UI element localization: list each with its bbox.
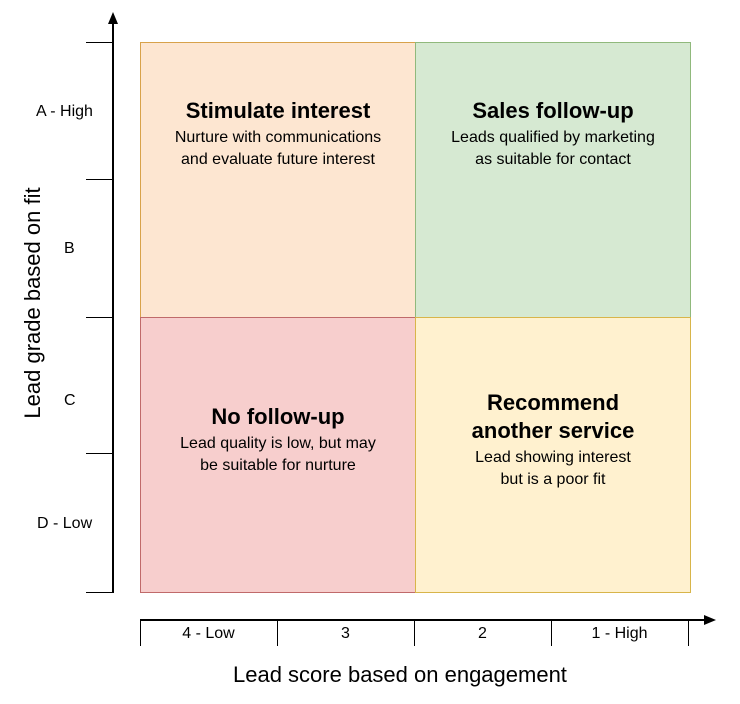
x-tick	[277, 620, 278, 646]
quadrant-description-line: Nurture with communications	[174, 129, 382, 146]
quadrant-title: Sales follow-up	[472, 98, 634, 123]
x-label-2: 2	[478, 625, 487, 642]
quadrant-description-line: and evaluate future interest	[181, 151, 375, 168]
quadrant-description-line: Leads qualified by marketing	[451, 129, 655, 146]
y-axis-arrow-icon	[108, 12, 118, 24]
quadrant-recommend-another-service: Recommend another service Lead showing i…	[415, 317, 691, 593]
y-tick	[86, 592, 113, 593]
x-tick	[140, 620, 141, 646]
y-tick	[86, 453, 113, 454]
quadrant-title: Stimulate interest	[185, 98, 371, 123]
quadrant-title: No follow-up	[211, 404, 345, 429]
y-label-a-high: A - High	[36, 103, 93, 120]
quadrant-title-line: another service	[471, 418, 635, 443]
x-tick	[688, 620, 689, 646]
quadrant-title-line: Recommend	[486, 390, 620, 415]
quadrant-description-line: Lead quality is low, but may	[180, 435, 376, 452]
quadrant-content: Sales follow-up Leads qualified by marke…	[451, 97, 655, 171]
y-tick	[86, 179, 113, 180]
y-axis-title: Lead grade based on fit	[20, 187, 45, 419]
x-axis-title: Lead score based on engagement	[233, 662, 567, 687]
quadrant-description-line: Lead showing interest	[475, 449, 631, 466]
y-tick	[86, 42, 113, 43]
y-label-b: B	[64, 240, 75, 257]
x-tick	[551, 620, 552, 646]
quadrant-description: Nurture with communications and evaluate…	[175, 127, 381, 171]
quadrant-description: Lead showing interest but is a poor fit	[472, 447, 635, 491]
quadrant-no-follow-up: No follow-up Lead quality is low, but ma…	[140, 317, 416, 593]
quadrant-title: Recommend another service	[472, 389, 635, 445]
quadrant-description: Lead quality is low, but may be suitable…	[180, 433, 376, 477]
y-label-d-low: D - Low	[37, 515, 93, 532]
x-tick	[414, 620, 415, 646]
y-label-c: C	[64, 392, 76, 409]
quadrant-content: No follow-up Lead quality is low, but ma…	[180, 403, 376, 477]
quadrant-description-line: be suitable for nurture	[200, 457, 356, 474]
quadrant-description-line: but is a poor fit	[500, 471, 606, 488]
quadrant-content: Stimulate interest Nurture with communic…	[175, 97, 381, 171]
y-tick	[86, 317, 113, 318]
x-axis-arrow-icon	[704, 615, 716, 625]
quadrant-sales-follow-up: Sales follow-up Leads qualified by marke…	[415, 42, 691, 318]
x-label-4-low: 4 - Low	[182, 625, 235, 642]
quadrant-stimulate-interest: Stimulate interest Nurture with communic…	[140, 42, 416, 318]
quadrant-content: Recommend another service Lead showing i…	[472, 389, 635, 491]
x-axis-line	[140, 619, 706, 621]
x-label-1-high: 1 - High	[591, 625, 648, 642]
quadrant-description-line: as suitable for contact	[475, 151, 631, 168]
y-axis-line	[112, 22, 114, 593]
x-label-3: 3	[341, 625, 350, 642]
quadrant-description: Leads qualified by marketing as suitable…	[451, 127, 655, 171]
